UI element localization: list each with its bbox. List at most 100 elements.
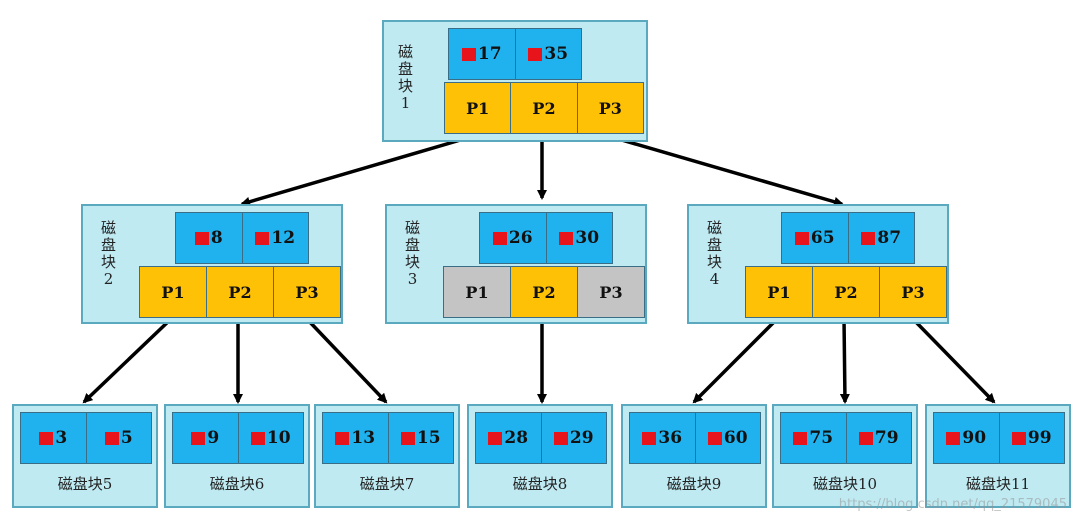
record-pointer-icon [492,231,507,245]
disk-block-3: 磁 盘 块 3 26 30 P1 P2 P3 [385,204,647,324]
disk-block-7: 13 15 磁盘块7 [314,404,460,508]
key-row: 9 10 [172,412,304,464]
record-pointer-icon [1011,431,1026,445]
watermark: https://blog.csdn.net/qq_21579045 [838,497,1067,512]
disk-block-2: 磁 盘 块 2 8 12 P1 P2 P3 [81,204,343,324]
edge-block-4-to-block-10 [839,317,850,404]
pointer-p2: P2 [511,83,578,133]
pointer-p1: P1 [746,267,813,317]
key-cell: 12 [242,213,308,263]
disk-block-6: 9 10 磁盘块6 [164,404,310,508]
pointer-row: P1 P2 P3 [443,266,645,318]
key-cell: 90 [934,413,1000,463]
key-cell: 26 [480,213,547,263]
block-label: 磁 盘 块 1 [398,43,414,112]
pointer-p1: P1 [445,83,512,133]
record-pointer-icon [255,231,270,245]
record-pointer-icon [250,431,265,445]
key-row: 90 99 [933,412,1065,464]
disk-block-5: 3 5 磁盘块5 [12,404,158,508]
disk-block-9: 36 60 磁盘块9 [621,404,767,508]
key-row: 8 12 [175,212,309,264]
key-row: 3 5 [20,412,152,464]
edge-block-2-to-block-7 [304,316,388,404]
edge-block-2-to-block-5 [82,316,174,404]
key-cell: 35 [515,29,581,79]
pointer-p3: P3 [274,267,340,317]
edge-block-4-to-block-9 [692,316,780,404]
disk-block-8: 28 29 磁盘块8 [467,404,613,508]
key-cell: 36 [630,413,696,463]
pointer-row: P1 P2 P3 [745,266,947,318]
record-pointer-icon [707,431,722,445]
record-pointer-icon [861,231,876,245]
pointer-p1: P1 [140,267,207,317]
block-label: 磁盘块10 [812,475,878,493]
edge-root-to-block-4 [607,134,844,207]
key-cell: 99 [999,413,1064,463]
block-label: 磁 盘 块 4 [707,219,723,288]
key-cell: 87 [848,213,914,263]
pointer-p2: P2 [511,267,578,317]
record-pointer-icon [642,431,657,445]
block-label: 磁盘块7 [359,475,415,493]
block-label: 磁盘块5 [57,475,113,493]
pointer-p1: P1 [444,267,511,317]
record-pointer-icon [335,431,350,445]
key-cell: 29 [541,413,606,463]
key-cell: 75 [781,413,847,463]
key-row: 36 60 [629,412,761,464]
pointer-p2: P2 [207,267,274,317]
record-pointer-icon [39,431,54,445]
block-label: 磁 盘 块 3 [405,219,421,288]
key-cell: 65 [782,213,849,263]
key-cell: 28 [476,413,542,463]
edge-root-to-block-2 [240,134,475,207]
block-label: 磁盘块9 [666,475,722,493]
key-cell: 5 [86,413,151,463]
record-pointer-icon [858,431,873,445]
key-cell: 30 [546,213,612,263]
pointer-row: P1 P2 P3 [139,266,341,318]
record-pointer-icon [559,231,574,245]
record-pointer-icon [488,431,503,445]
edge-block-4-to-block-11 [910,316,996,404]
block-label: 磁盘块11 [965,475,1031,493]
key-cell: 60 [695,413,760,463]
pointer-row: P1 P2 P3 [444,82,644,134]
block-label: 磁盘块8 [512,475,568,493]
key-cell: 9 [173,413,239,463]
key-row: 26 30 [479,212,613,264]
key-row: 17 35 [448,28,582,80]
record-pointer-icon [553,431,568,445]
record-pointer-icon [400,431,415,445]
key-cell: 3 [21,413,87,463]
key-cell: 17 [449,29,516,79]
key-row: 75 79 [780,412,912,464]
disk-block-11: 90 99 磁盘块11 [925,404,1071,508]
key-row: 13 15 [322,412,454,464]
block-label: 磁盘块6 [209,475,265,493]
record-pointer-icon [461,47,476,61]
record-pointer-icon [191,431,206,445]
block-label: 磁 盘 块 2 [101,219,117,288]
record-pointer-icon [528,47,543,61]
pointer-p3: P3 [880,267,946,317]
key-cell: 13 [323,413,389,463]
key-cell: 8 [176,213,243,263]
record-pointer-icon [793,431,808,445]
record-pointer-icon [194,231,209,245]
key-cell: 15 [388,413,453,463]
disk-block-4: 磁 盘 块 4 65 87 P1 P2 P3 [687,204,949,324]
key-row: 28 29 [475,412,607,464]
key-row: 65 87 [781,212,915,264]
record-pointer-icon [104,431,119,445]
record-pointer-icon [794,231,809,245]
pointer-p3: P3 [578,267,644,317]
pointer-p3: P3 [577,83,643,133]
key-cell: 79 [846,413,911,463]
pointer-p2: P2 [813,267,880,317]
disk-block-1: 磁 盘 块 1 17 35 P1 P2 P3 [382,20,648,142]
key-cell: 10 [238,413,303,463]
